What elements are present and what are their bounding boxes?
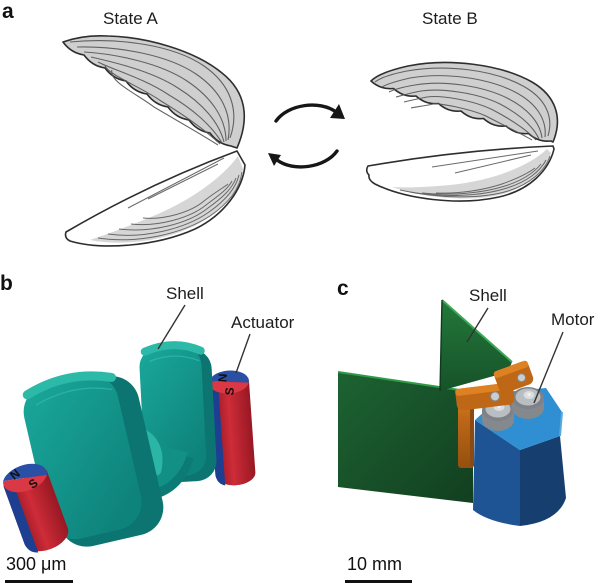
scale-text-micro: 300 μm xyxy=(6,554,67,574)
leader-line-shell-c xyxy=(466,307,489,343)
leader-line-actuator xyxy=(235,333,251,374)
shell-plate-left xyxy=(337,371,474,503)
leader-line-motor xyxy=(533,331,564,404)
bolt-icon xyxy=(490,391,501,402)
shell-label-c: Shell xyxy=(469,286,507,305)
bracket-arm-vertical xyxy=(458,392,474,468)
bolt-icon xyxy=(516,373,526,383)
cycle-arrows-icon xyxy=(268,103,345,169)
panel-a-letter: a xyxy=(2,0,14,23)
magnet-right-north-label: N xyxy=(215,373,230,383)
panel-c-illustration xyxy=(337,299,566,526)
scale-text-macro: 10 mm xyxy=(347,554,403,574)
panel-a-illustration xyxy=(62,35,559,247)
state-b-title: State B xyxy=(422,9,478,28)
scale-bar-line-macro xyxy=(345,580,412,583)
shell-plate-top xyxy=(439,299,513,392)
leader-line-shell-b xyxy=(157,304,186,350)
panel-b-illustration: N S N xyxy=(3,304,256,553)
shell-label-b: Shell xyxy=(166,284,204,303)
motor-label: Motor xyxy=(551,310,595,329)
bracket-clamp-upper xyxy=(493,360,534,394)
state-a-title: State A xyxy=(103,9,158,28)
scale-bar-line-micro xyxy=(5,580,73,583)
panel-b-letter: b xyxy=(0,272,13,295)
scallop-state-b xyxy=(365,61,559,202)
magnet-right-south-label: S xyxy=(222,387,237,396)
panel-c-letter: c xyxy=(337,277,349,300)
actuator-label: Actuator xyxy=(231,313,295,332)
magnet-left: N S xyxy=(3,463,69,553)
magnet-right: N S xyxy=(209,370,256,486)
scallop-state-a xyxy=(62,35,246,247)
